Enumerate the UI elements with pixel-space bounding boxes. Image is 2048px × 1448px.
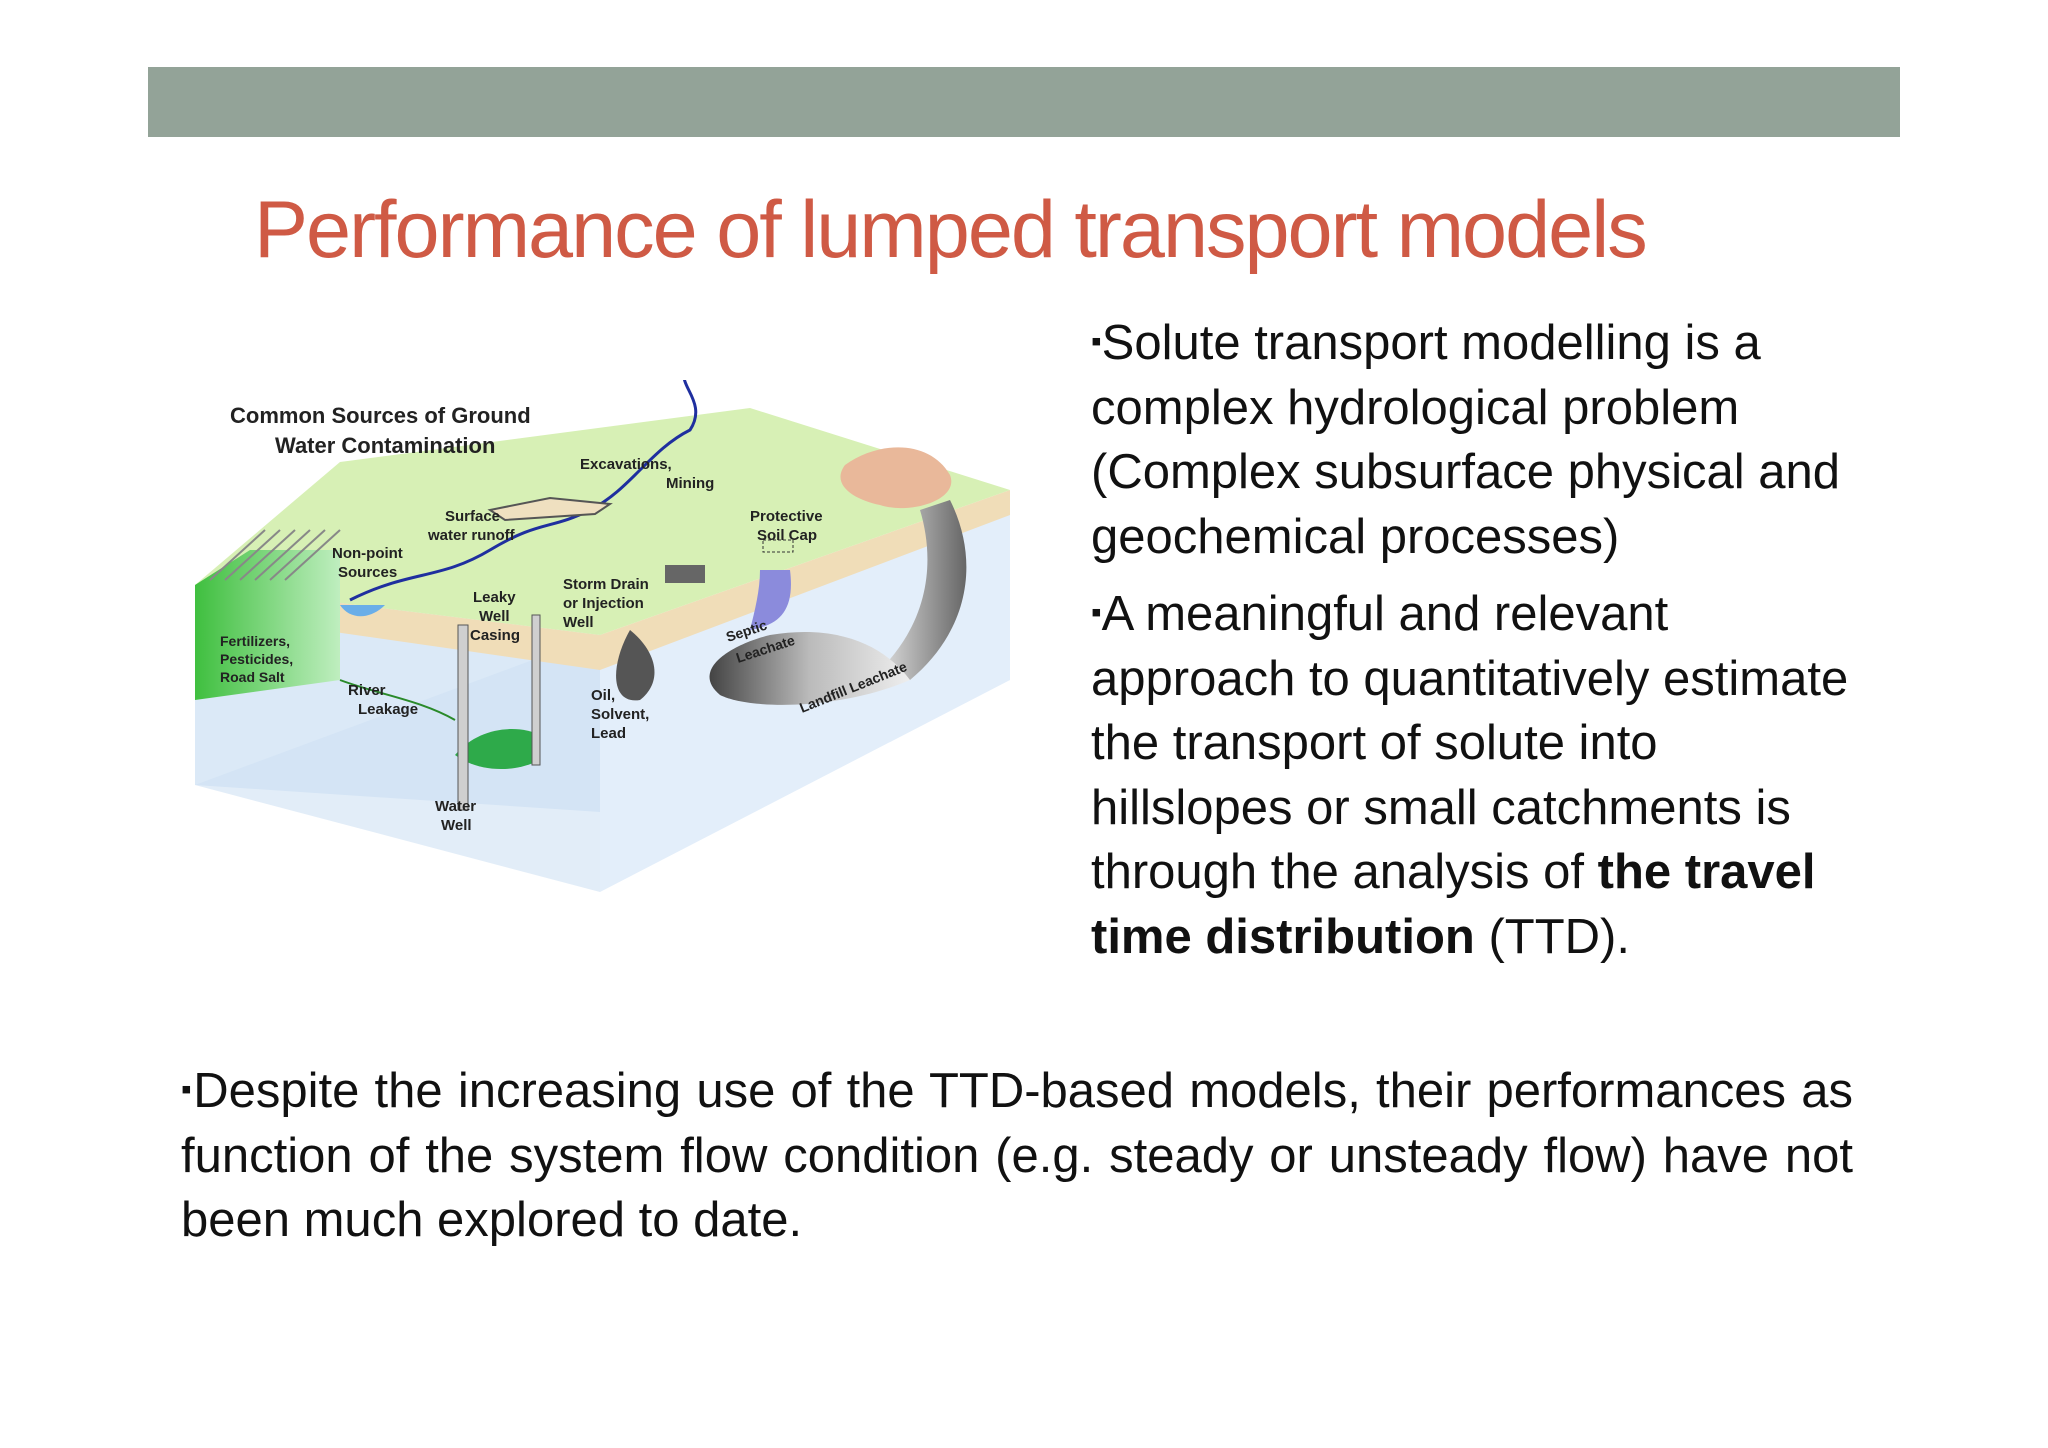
bullet-marker: ▪ [181, 1073, 194, 1106]
bullet-solute-transport: ▪Solute transport modelling is a complex… [1091, 310, 1871, 569]
bullet-text-1: Solute transport modelling is a complex … [1091, 316, 1840, 564]
label-nonpoint-1: Non-point [332, 545, 403, 562]
label-nonpoint-2: Sources [338, 564, 397, 581]
label-water-well-2: Well [441, 817, 472, 834]
label-excavations-2: Mining [666, 475, 714, 492]
bullet-text-2-bold: the travel time distribution [1091, 845, 1816, 964]
bullet-text-2b: (TTD). [1474, 909, 1630, 964]
label-storm-3: Well [563, 614, 594, 631]
bullet-marker: ▪ [1091, 325, 1102, 358]
bullet-ttd-approach: ▪A meaningful and relevant approach to q… [1091, 581, 1871, 969]
diagram-title-line2: Water Contamination [275, 433, 495, 458]
label-fert-2: Pesticides, [220, 651, 293, 667]
label-leaky-1: Leaky [473, 589, 516, 606]
label-oil-2: Solvent, [591, 706, 649, 723]
bottom-bullet: ▪Despite the increasing use of the TTD-b… [181, 1058, 1853, 1253]
label-water-well-1: Water [435, 798, 476, 815]
label-oil-3: Lead [591, 725, 626, 742]
label-leaky-3: Casing [470, 627, 520, 644]
label-excavations-1: Excavations, [580, 456, 672, 473]
label-protective-2: Soil Cap [757, 527, 817, 544]
label-fert-1: Fertilizers, [220, 633, 290, 649]
right-bullet-list: ▪Solute transport modelling is a complex… [1091, 310, 1871, 981]
label-oil-1: Oil, [591, 687, 615, 704]
label-leaky-2: Well [479, 608, 510, 625]
label-river-1: River [348, 682, 386, 699]
label-river-2: Leakage [358, 701, 418, 718]
label-storm-2: or Injection [563, 595, 644, 612]
diagram-illustration: Common Sources of Ground Water Contamina… [195, 380, 1010, 892]
groundwater-contamination-diagram: Common Sources of Ground Water Contamina… [190, 380, 1030, 900]
label-protective-1: Protective [750, 508, 823, 525]
bullet-text-2a: A meaningful and relevant approach to qu… [1091, 587, 1849, 899]
bullet-marker: ▪ [1091, 596, 1102, 629]
diagram-title-line1: Common Sources of Ground [230, 403, 531, 428]
header-bar [148, 67, 1900, 137]
label-surface-2: water runoff [427, 527, 516, 544]
label-storm-1: Storm Drain [563, 576, 649, 593]
label-fert-3: Road Salt [220, 669, 285, 685]
bottom-bullet-text: Despite the increasing use of the TTD-ba… [181, 1064, 1853, 1247]
slide-title: Performance of lumped transport models [254, 185, 1648, 275]
label-surface-1: Surface [445, 508, 500, 525]
